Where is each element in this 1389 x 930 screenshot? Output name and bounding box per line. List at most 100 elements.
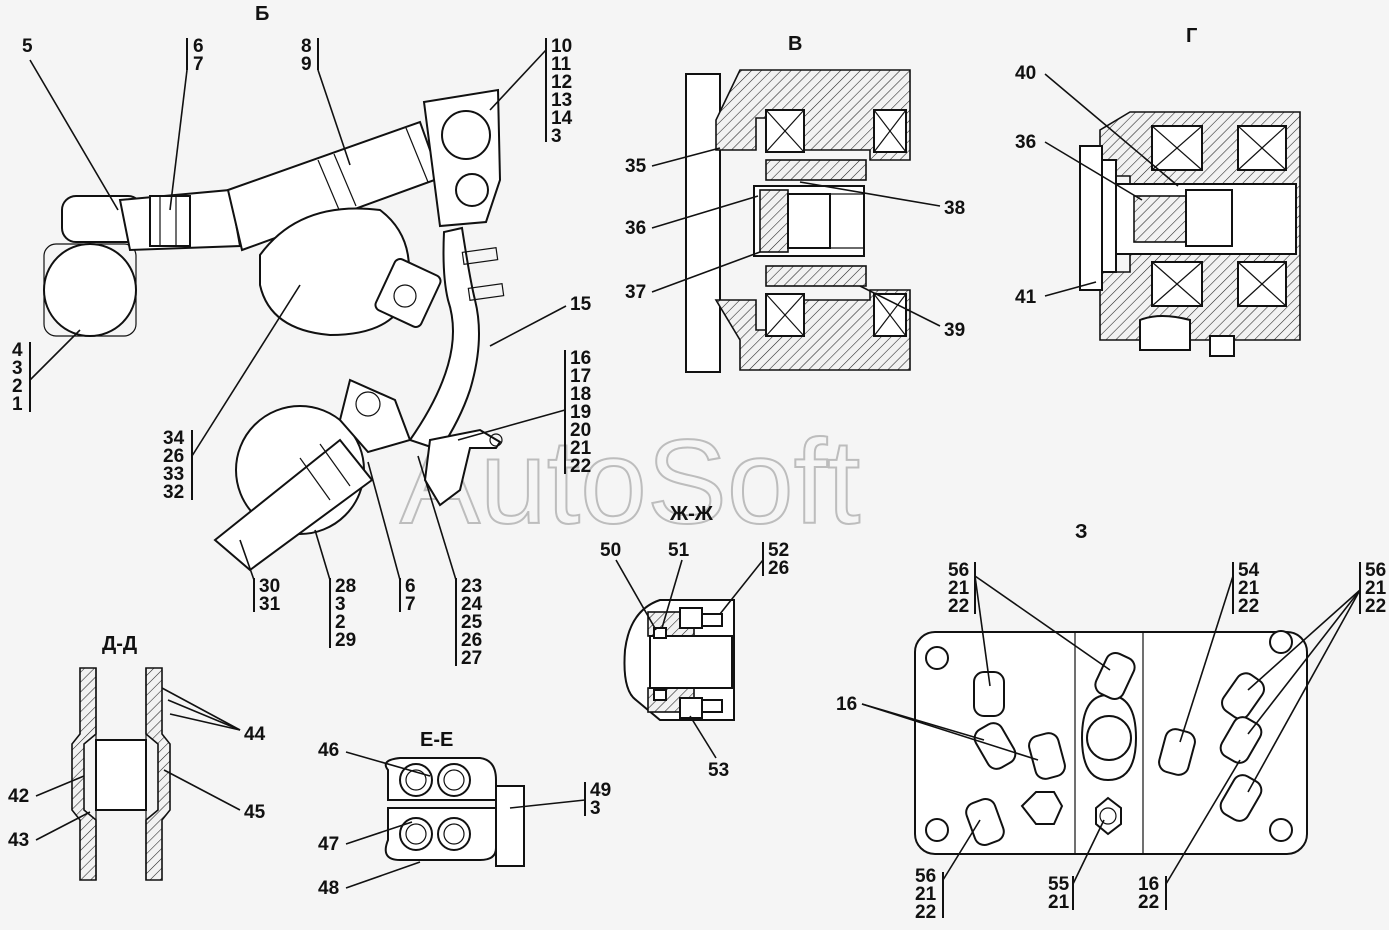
callout-label: 7: [405, 594, 416, 615]
callout-label: 2: [335, 612, 346, 633]
callout-label: 22: [1138, 892, 1159, 913]
callout-label: 11: [551, 54, 572, 75]
callout-label: 28: [335, 576, 356, 597]
callout-label: 37: [625, 282, 646, 303]
callout-label: 29: [335, 630, 356, 651]
callout-label: 47: [318, 834, 339, 855]
callout-label: 14: [551, 108, 573, 129]
callout-label: 3: [335, 594, 346, 615]
callout-label: 22: [570, 456, 591, 477]
callout-label: 31: [259, 594, 281, 615]
view-e-section: Е-Е: [384, 729, 525, 867]
callout-label: 1: [12, 394, 23, 415]
view-v-labels: 35 36 37 38 39: [625, 147, 965, 341]
callout-label: 21: [1238, 578, 1260, 599]
view-e-labels: 46 47 48 49 3: [318, 740, 611, 899]
callout-label: 36: [1015, 132, 1036, 153]
view-z-labels: 56 21 22 54 21 22 56 21 22 16 56 21 22 5…: [836, 560, 1387, 923]
callout-label: 41: [1015, 287, 1037, 308]
callout-label: 9: [301, 54, 312, 75]
view-title-z: З: [1075, 521, 1088, 543]
callout-label: 25: [461, 612, 483, 633]
view-title-v: В: [788, 33, 802, 55]
callout-label: 16: [570, 348, 591, 369]
view-title-zh: Ж-Ж: [669, 503, 714, 525]
view-z-plate: З: [914, 521, 1308, 855]
callout-label: 22: [915, 902, 936, 923]
callout-label: 56: [915, 866, 936, 887]
callout-label: 45: [244, 802, 266, 823]
view-d-labels: 44 42 45 43: [8, 687, 266, 851]
brake-chamber-left: [43, 243, 137, 337]
view-g-labels: 40 36 41: [1015, 63, 1179, 308]
callout-label: 21: [948, 578, 970, 599]
callout-label: 21: [915, 884, 937, 905]
view-d-section: Д-Д: [71, 633, 171, 881]
callout-label: 15: [570, 294, 592, 315]
callout-label: 3: [12, 358, 23, 379]
callout-label: 16: [836, 694, 857, 715]
view-zh-section: Ж-Ж: [623, 503, 735, 721]
callout-label: 35: [625, 156, 647, 177]
callout-label: 3: [551, 126, 562, 147]
callout-label: 53: [708, 760, 729, 781]
callout-label: 27: [461, 648, 482, 669]
view-title-b: Б: [255, 3, 269, 25]
callout-label: 26: [163, 446, 184, 467]
callout-label: 34: [163, 428, 185, 449]
callout-label: 22: [1238, 596, 1259, 617]
view-g-section: Г: [1079, 25, 1301, 357]
view-v-section: В: [685, 33, 911, 373]
callout-label: 18: [570, 384, 591, 405]
callout-label: 32: [163, 482, 184, 503]
callout-label: 24: [461, 594, 483, 615]
callout-label: 51: [668, 540, 690, 561]
callout-label: 46: [318, 740, 339, 761]
callout-label: 19: [570, 402, 591, 423]
callout-label: 42: [8, 786, 29, 807]
callout-label: 44: [244, 724, 266, 745]
callout-label: 39: [944, 320, 965, 341]
view-zh-labels: 50 51 52 26 53: [600, 540, 789, 781]
callout-label: 6: [193, 36, 204, 57]
callout-label: 52: [768, 540, 789, 561]
callout-label: 17: [570, 366, 591, 387]
callout-label: 21: [570, 438, 592, 459]
callout-label: 48: [318, 878, 339, 899]
callout-label: 22: [948, 596, 969, 617]
callout-label: 23: [461, 576, 482, 597]
callout-label: 22: [1365, 596, 1386, 617]
callout-label: 8: [301, 36, 312, 57]
callout-label: 3: [590, 798, 601, 819]
callout-label: 56: [948, 560, 969, 581]
callout-label: 13: [551, 90, 572, 111]
view-title-g: Г: [1186, 25, 1197, 47]
callout-label: 30: [259, 576, 280, 597]
view-b-assembly: Б: [43, 3, 505, 572]
view-title-e: Е-Е: [420, 729, 453, 751]
callout-label: 2: [12, 376, 23, 397]
callout-label: 36: [625, 218, 646, 239]
callout-label: 26: [768, 558, 789, 579]
callout-label: 43: [8, 830, 29, 851]
view-title-d: Д-Д: [102, 633, 137, 655]
callout-label: 6: [405, 576, 416, 597]
callout-label: 21: [1048, 892, 1070, 913]
callout-label: 55: [1048, 874, 1070, 895]
callout-label: 20: [570, 420, 591, 441]
callout-label: 38: [944, 198, 965, 219]
callout-label: 12: [551, 72, 572, 93]
callout-label: 5: [22, 36, 33, 57]
callout-label: 26: [461, 630, 482, 651]
callout-label: 40: [1015, 63, 1036, 84]
callout-label: 16: [1138, 874, 1159, 895]
callout-label: 21: [1365, 578, 1387, 599]
callout-label: 7: [193, 54, 204, 75]
callout-label: 49: [590, 780, 611, 801]
view-b-labels: 5 6 7 8 9 10 11 12 13 14 3 4 3 2 1 15 16…: [12, 36, 592, 669]
callout-label: 4: [12, 340, 23, 361]
callout-label: 56: [1365, 560, 1386, 581]
callout-label: 33: [163, 464, 184, 485]
